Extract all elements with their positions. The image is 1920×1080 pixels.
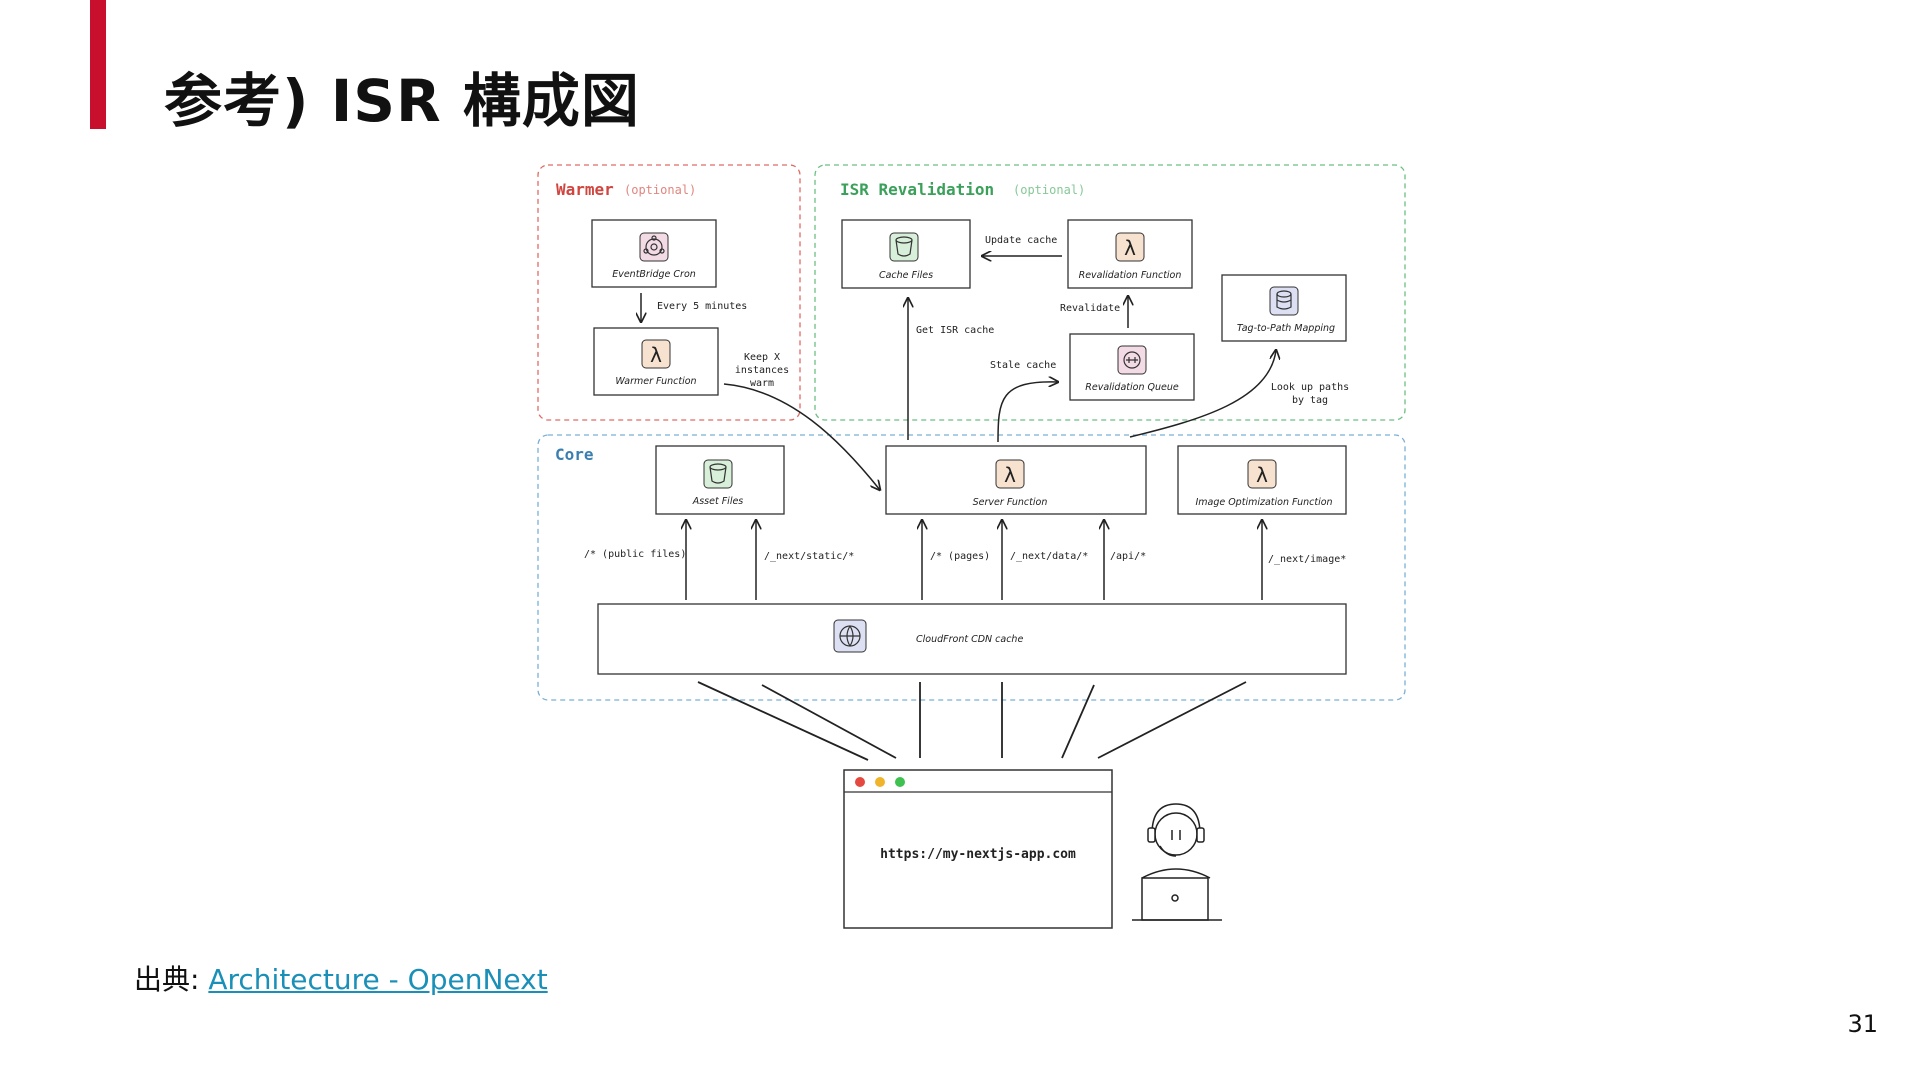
server-function-label: Server Function [973, 497, 1048, 508]
warmer-group-title: Warmer [556, 180, 614, 199]
s3-bucket-icon [709, 463, 727, 484]
source-citation: 出典: Architecture - OpenNext [134, 958, 548, 998]
edge-label-pages: /* (pages) [930, 551, 990, 562]
browser-url: https://my-nextjs-app.com [880, 847, 1076, 862]
page-number: 31 [1847, 1010, 1878, 1038]
edge-label-api: /api/* [1110, 551, 1146, 562]
warmer-function-node: λ Warmer Function [593, 327, 719, 396]
user-with-laptop-icon [1132, 803, 1222, 921]
revalidation-queue-node: Revalidation Queue [1069, 333, 1195, 401]
cache-files-node: Cache Files [841, 219, 971, 289]
lambda-icon: λ [1124, 236, 1136, 260]
edge-label-public-files: /* (public files) [584, 549, 686, 560]
asset-files-label: Asset Files [692, 496, 744, 507]
edge-label-revalidate: Revalidate [1060, 303, 1120, 314]
browser-maximize-dot [895, 777, 905, 787]
diagram-arrows [641, 256, 1276, 600]
isr-group [814, 164, 1406, 421]
edge-label-keep-x-1: Keep X [744, 352, 780, 363]
cloudfront-icon [839, 625, 861, 647]
warmer-group-tag: (optional) [624, 183, 696, 197]
edge-label-look-up-2: by tag [1292, 395, 1328, 406]
image-optimization-function-node: λ Image Optimization Function [1177, 445, 1347, 515]
revalidation-function-label: Revalidation Function [1079, 270, 1182, 281]
arrow-server-to-queue [997, 382, 1058, 443]
edge-label-keep-x-2: instances [735, 365, 789, 376]
tag-to-path-mapping-label: Tag-to-Path Mapping [1237, 323, 1335, 334]
asset-files-node: Asset Files [655, 445, 785, 515]
tag-to-path-mapping-node: Tag-to-Path Mapping [1221, 274, 1347, 342]
edge-label-get-isr-cache: Get ISR cache [916, 325, 994, 336]
dynamodb-icon [1276, 290, 1292, 310]
isr-group-tag: (optional) [1013, 183, 1085, 197]
browser-close-dot [855, 777, 865, 787]
cloudfront-label: CloudFront CDN cache [916, 634, 1023, 645]
browser-request-lines [697, 681, 1247, 761]
revalidation-function-node: λ Revalidation Function [1067, 219, 1193, 289]
server-function-node: λ Server Function [885, 445, 1147, 515]
isr-group-title: ISR Revalidation [840, 180, 994, 199]
edge-label-every-5-minutes: Every 5 minutes [657, 301, 747, 312]
eventbridge-node: EventBridge Cron [591, 219, 717, 288]
revalidation-queue-label: Revalidation Queue [1085, 382, 1179, 393]
browser-minimize-dot [875, 777, 885, 787]
source-link[interactable]: Architecture - OpenNext [208, 963, 548, 996]
arrow-warmer-to-server [723, 383, 880, 490]
source-prefix: 出典: [134, 963, 209, 996]
edge-label-stale-cache: Stale cache [990, 360, 1056, 371]
slide-title: 参考) ISR 構成図 [164, 67, 640, 135]
s3-bucket-icon [895, 236, 913, 257]
title-accent-bar [90, 0, 106, 129]
core-group [537, 434, 1406, 701]
cloudfront-node: CloudFront CDN cache [597, 603, 1347, 675]
sqs-queue-icon [1123, 351, 1141, 369]
lambda-icon: λ [1004, 463, 1016, 487]
edge-label-update-cache: Update cache [985, 235, 1057, 246]
lambda-icon: λ [650, 343, 662, 367]
lambda-icon: λ [1256, 463, 1268, 487]
image-optimization-function-label: Image Optimization Function [1195, 497, 1332, 508]
edge-label-keep-x-3: warm [750, 378, 774, 389]
core-group-title: Core [555, 445, 594, 464]
warmer-group [537, 164, 801, 421]
warmer-function-label: Warmer Function [615, 376, 696, 387]
arrow-server-to-tag-mapping [1129, 350, 1276, 438]
edge-label-next-data: /_next/data/* [1010, 551, 1088, 562]
cache-files-label: Cache Files [879, 270, 933, 281]
edge-label-look-up-1: Look up paths [1271, 382, 1349, 393]
edge-label-next-image: /_next/image* [1268, 554, 1346, 565]
edge-label-next-static: /_next/static/* [764, 551, 854, 562]
eventbridge-label: EventBridge Cron [612, 269, 696, 280]
eventbridge-icon [643, 235, 665, 256]
browser-window: https://my-nextjs-app.com [843, 769, 1113, 929]
